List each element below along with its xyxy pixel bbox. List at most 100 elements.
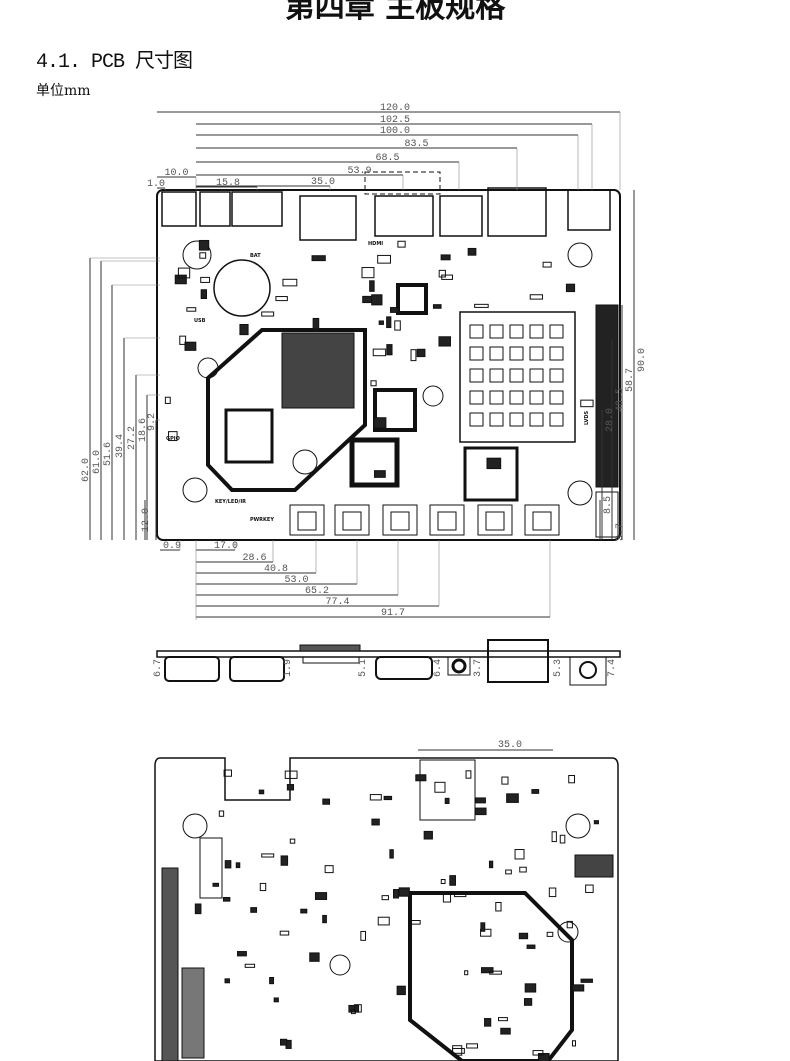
module-pad: [509, 390, 524, 405]
smd-component: [546, 931, 554, 937]
smd-component: [548, 887, 557, 898]
smd-component: [322, 798, 331, 805]
dimension-label: 3.7: [473, 659, 484, 677]
smd-component: [559, 834, 566, 844]
silkscreen-lvds: LVDS: [584, 410, 590, 425]
right-dimension-lines: 90.058.748.528.08.53.7: [599, 190, 648, 541]
smd-component: [386, 316, 392, 329]
module-pad: [529, 324, 544, 339]
smd-component: [498, 1017, 508, 1022]
dimension-label: 100.0: [380, 126, 410, 137]
dimension-label: 9.2: [147, 413, 158, 431]
smd-component: [218, 810, 225, 817]
smd-component: [480, 922, 486, 932]
silkscreen-labels: BAT USB HDMI KEY/LED/IR PWRKEY LVDS GPIO: [166, 241, 590, 523]
connector: [334, 504, 370, 536]
smd-component: [416, 348, 426, 358]
dimension-label: 5.1: [358, 659, 369, 677]
smd-component: [322, 914, 327, 924]
module-pad: [489, 390, 504, 405]
smd-component: [378, 320, 384, 325]
smd-component: [444, 797, 450, 804]
smd-component: [464, 970, 469, 976]
smd-component: [200, 276, 211, 283]
bottom-view-dimension: 35.0: [418, 740, 553, 751]
smd-component: [568, 774, 576, 784]
smd-component: [360, 930, 367, 941]
connector-pin: [390, 511, 410, 531]
dimension-label: 62.0: [81, 458, 92, 482]
smd-component: [314, 892, 328, 900]
smd-component: [501, 776, 509, 785]
smd-component: [179, 335, 187, 345]
smd-component: [377, 254, 391, 264]
smd-component: [432, 304, 442, 309]
smd-component: [523, 998, 533, 1006]
pcb-top-view: [156, 171, 621, 541]
module-pad: [489, 412, 504, 427]
dimension-label: 8.5: [603, 496, 614, 514]
module-pad: [469, 368, 484, 383]
module-pad: [549, 324, 564, 339]
smd-component: [500, 1027, 511, 1035]
smd-component: [198, 239, 210, 251]
smd-component: [565, 283, 576, 293]
smd-component: [222, 897, 231, 902]
smd-component: [489, 970, 502, 975]
module-pad: [529, 412, 544, 427]
smd-component: [258, 789, 265, 795]
dimension-label: 1.0: [147, 179, 165, 190]
smd-component: [273, 997, 279, 1003]
smd-component: [259, 882, 267, 892]
smd-component: [415, 774, 427, 782]
dimension-label: 48.5: [615, 388, 626, 412]
dimension-label: 61.0: [92, 450, 103, 474]
module-pad: [489, 324, 504, 339]
silkscreen-key-led-ir: KEY/LED/IR: [215, 499, 246, 505]
smd-component: [442, 892, 452, 903]
smd-component: [381, 895, 389, 901]
dimension-label: 35.0: [311, 177, 335, 188]
smd-component: [408, 920, 421, 925]
module-pad: [549, 346, 564, 361]
smd-component: [566, 920, 573, 929]
dimension-label: 10.0: [164, 168, 188, 179]
module-pad: [509, 346, 524, 361]
smd-component: [374, 470, 386, 478]
dimension-label: 65.2: [305, 586, 329, 597]
smd-component: [440, 879, 446, 885]
smd-component: [289, 838, 296, 844]
dimension-label: 5.3: [553, 659, 564, 677]
smd-component: [353, 1004, 362, 1013]
smd-component: [324, 865, 334, 874]
smd-component: [369, 794, 382, 801]
smd-component: [373, 417, 387, 429]
section-heading: 4.1. PCB 尺寸图: [36, 51, 193, 74]
silkscreen-hdmi: HDMI: [368, 241, 383, 247]
module-pad: [469, 390, 484, 405]
dimension-label: 40.8: [264, 564, 288, 575]
smd-component: [370, 380, 377, 387]
smd-component: [224, 860, 232, 869]
smd-component: [394, 320, 401, 331]
dimension-label: 58.7: [625, 368, 636, 392]
dimension-label: 6.4: [433, 659, 444, 677]
chapter-title: 第四章 主板规格: [284, 0, 506, 25]
smd-component: [537, 1053, 550, 1061]
smd-component: [309, 952, 320, 962]
smd-component: [383, 795, 393, 801]
smd-component: [261, 853, 275, 858]
dimension-label: 0.9: [163, 541, 181, 552]
module-pad: [509, 412, 524, 427]
connector: [524, 504, 560, 536]
smd-component: [518, 932, 529, 940]
connector: [429, 504, 465, 536]
smd-component: [505, 869, 512, 875]
smd-component: [284, 770, 298, 779]
silkscreen-usb: USB: [194, 318, 206, 324]
module-pad: [529, 390, 544, 405]
smd-component: [466, 1043, 478, 1049]
dimension-label: 1.9: [283, 659, 294, 677]
smd-component: [474, 303, 489, 308]
smd-component: [531, 789, 540, 794]
